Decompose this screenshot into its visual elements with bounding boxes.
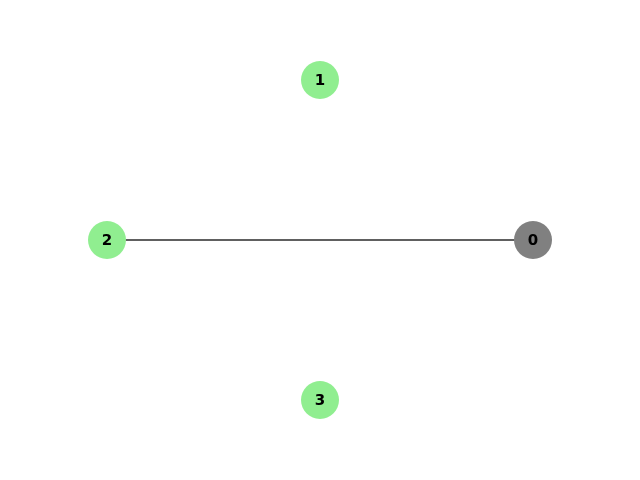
node-1: 1: [301, 61, 339, 99]
node-label-1: 1: [315, 71, 325, 89]
node-label-2: 2: [102, 231, 112, 249]
node-2: 2: [88, 221, 126, 259]
node-circle-0: [514, 221, 552, 259]
node-circle-1: [301, 61, 339, 99]
nodes-layer: 0 1 2 3: [88, 61, 552, 419]
node-0: 0: [514, 221, 552, 259]
node-3: 3: [301, 381, 339, 419]
node-label-0: 0: [528, 231, 538, 249]
node-label-3: 3: [315, 391, 325, 409]
node-circle-3: [301, 381, 339, 419]
node-circle-2: [88, 221, 126, 259]
